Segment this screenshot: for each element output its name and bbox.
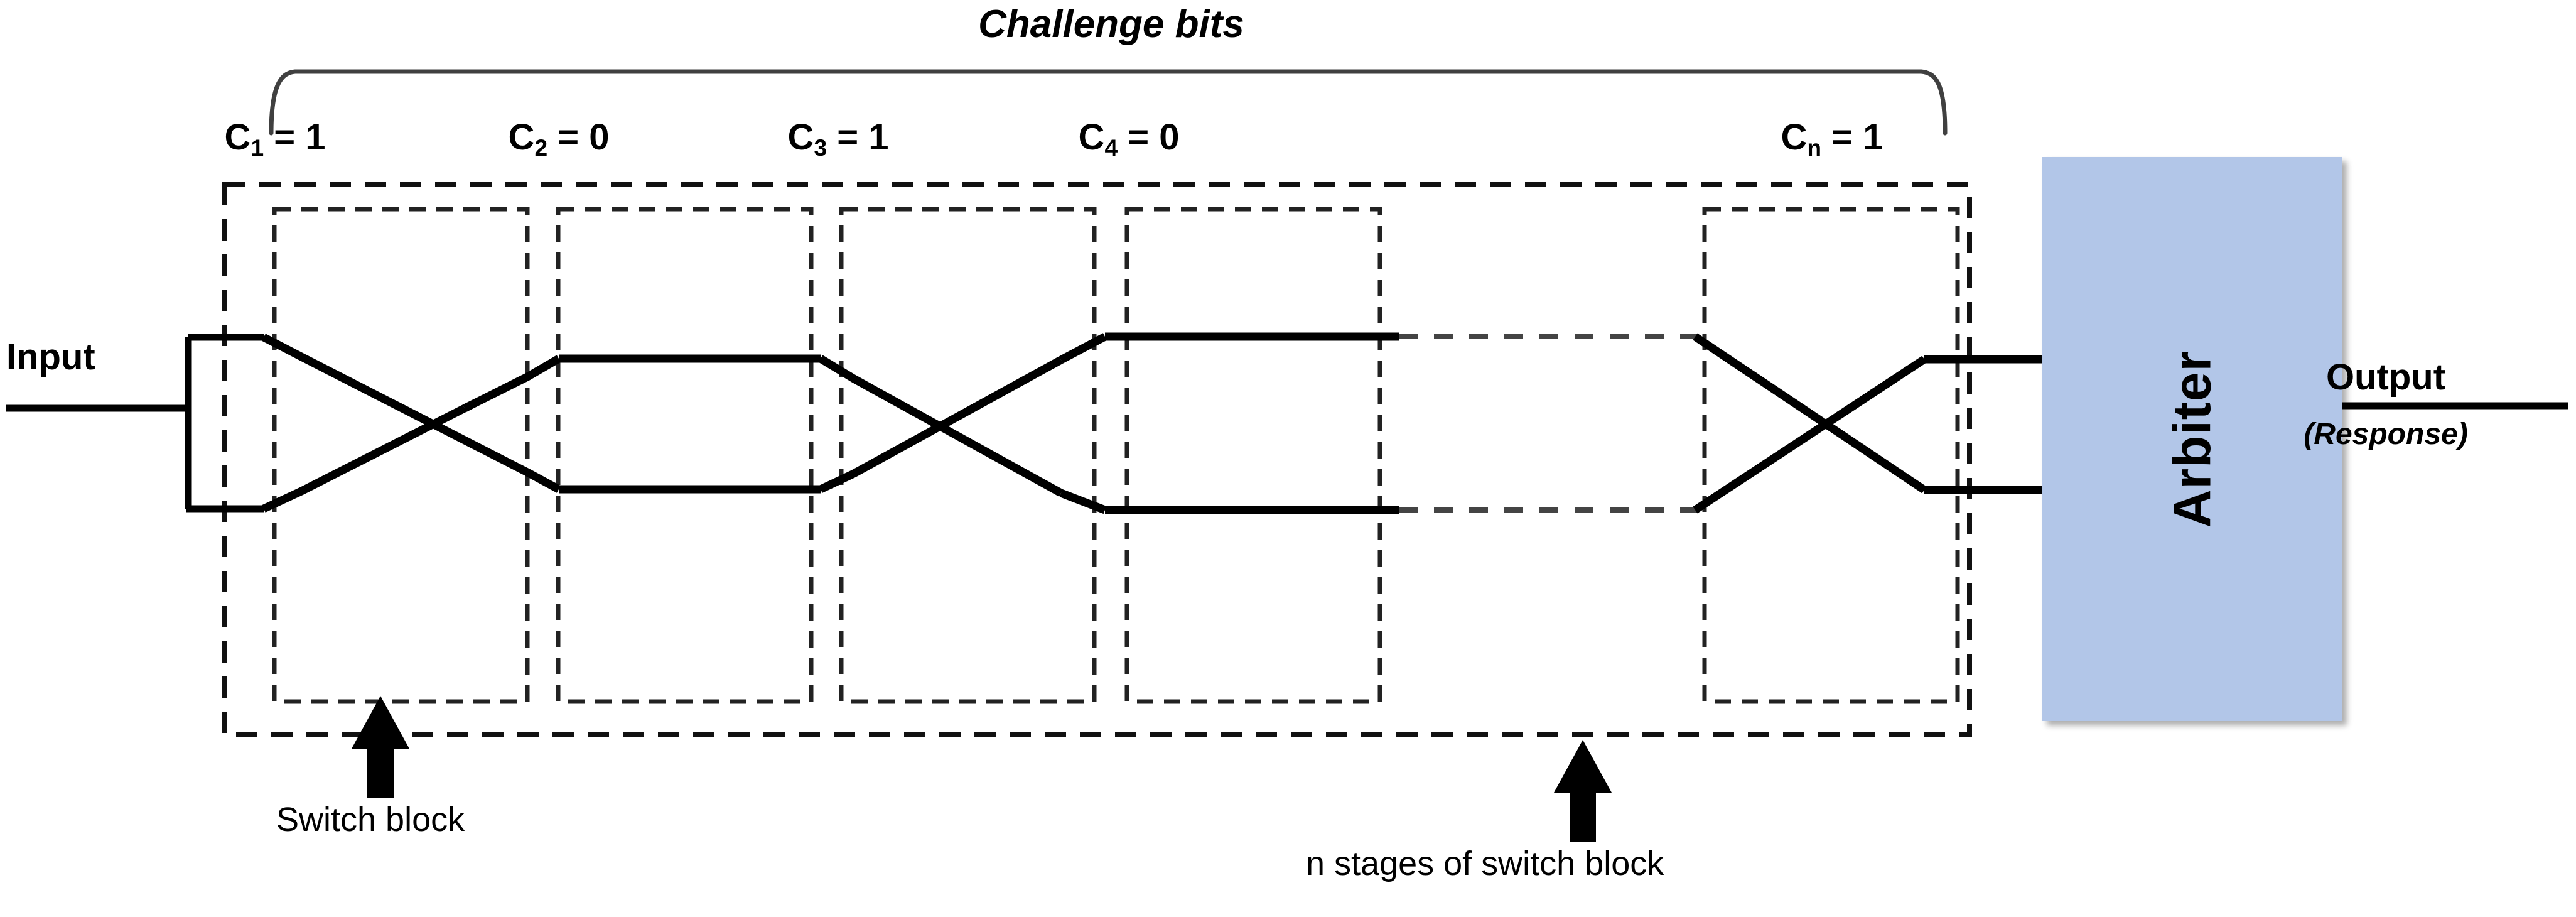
wire-stagen-bottom-to-top (1693, 355, 1927, 514)
annotation-arrow-switch-block (352, 696, 409, 798)
challenge-bit-subscript-1: 1 (251, 134, 264, 161)
switch-block-box-4 (1124, 207, 1382, 704)
challenge-bit-symbol-2: C (508, 117, 535, 158)
challenge-bit-label-n: Cn = 1 (1700, 117, 1964, 160)
stages-outer-dashed-box (222, 182, 1972, 737)
challenge-bit-symbol-4: C (1078, 117, 1105, 158)
arbiter-block: Arbiter (2042, 157, 2342, 721)
n-stages-arrow-head (1554, 740, 1612, 793)
challenge-bit-value-2: = 0 (558, 117, 610, 158)
switch-block-arrow-head (352, 696, 409, 749)
wire-stage1-top-to-bottom-end (525, 469, 561, 493)
switch-block-box-1 (272, 207, 530, 704)
challenge-bit-value-3: = 1 (837, 117, 889, 158)
challenge-bit-value-n: = 1 (1831, 117, 1883, 158)
wire-stage3-bottom-to-top (819, 356, 1064, 493)
page-title: Challenge bits (978, 3, 1244, 46)
challenge-bit-label-2: C2 = 0 (427, 117, 691, 160)
challenge-bit-symbol-n: C (1781, 117, 1808, 158)
wires-ellipsis-continuation (1399, 334, 1705, 513)
wire-stage3-top-exit (1059, 333, 1107, 364)
challenge-bit-symbol-3: C (787, 117, 814, 158)
wire-stage3-bottom-exit (1059, 489, 1107, 514)
switch-block-arrow-shaft (367, 744, 394, 798)
wires-stage-4 (1105, 332, 1399, 514)
switch-block-box-3 (839, 207, 1097, 704)
challenge-bit-subscript-4: 4 (1104, 134, 1118, 161)
challenge-bit-subscript-2: 2 (534, 134, 548, 161)
wires-stage-3 (818, 333, 1107, 514)
challenge-bit-symbol-1: C (224, 117, 251, 158)
wires-stage-1 (262, 334, 561, 513)
challenge-bit-label-4: C4 = 0 (997, 117, 1261, 160)
switch-block-box-2 (556, 207, 814, 704)
output-label: Output (2325, 357, 2446, 398)
response-label: (Response) (2304, 418, 2468, 451)
challenge-bit-value-1: = 1 (274, 117, 326, 158)
wire-stage1-bottom-to-top-a (262, 404, 466, 513)
arbiter-label: Arbiter (2162, 350, 2222, 528)
challenge-bit-label-3: C3 = 1 (706, 117, 970, 160)
challenge-bits-brace (269, 69, 1948, 136)
wire-stage1-top-to-bottom (262, 334, 529, 476)
wire-stagen-top-to-bottom (1693, 333, 1927, 494)
switch-block-boxes (272, 207, 1960, 704)
annotation-arrow-n-stages (1554, 740, 1612, 842)
challenge-bit-subscript-3: 3 (814, 134, 827, 161)
challenge-bit-subscript-n: n (1807, 134, 1822, 161)
wire-stage1-bottom-to-top-b (463, 355, 561, 412)
challenge-bit-label-1: C1 = 1 (143, 117, 407, 160)
input-label: Input (6, 337, 95, 377)
switch-block-box-n (1702, 207, 1960, 704)
wire-stage3-top-to-bottom (818, 355, 1064, 497)
n-stages-annotation: n stages of switch block (1306, 845, 1664, 882)
switch-block-annotation: Switch block (276, 801, 465, 838)
n-stages-arrow-shaft (1570, 788, 1596, 842)
wires-stage-2 (559, 354, 821, 494)
challenge-bit-value-4: = 0 (1128, 117, 1180, 158)
wires-stage-n (1693, 333, 2042, 514)
